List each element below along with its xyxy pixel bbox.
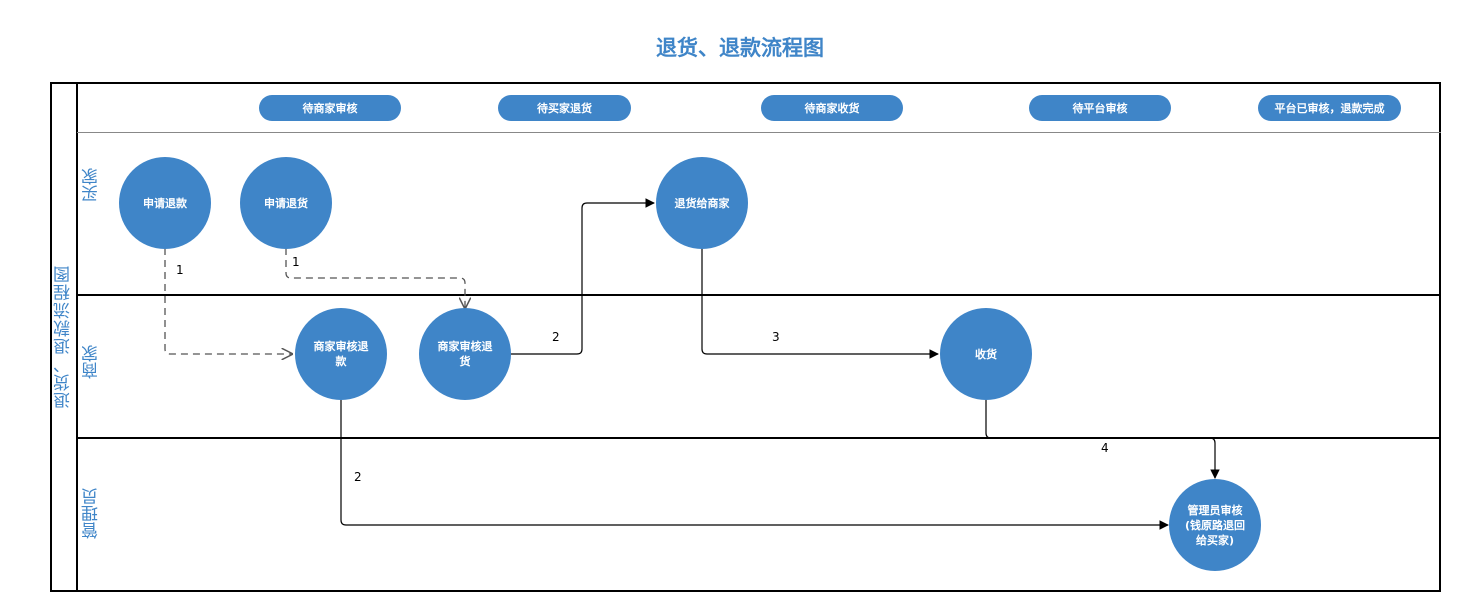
state-pending-merchant-receipt: 待商家收货 xyxy=(761,95,903,121)
header-divider xyxy=(77,132,1441,133)
edge-merchant-review-refund-to-admin-review xyxy=(340,400,1169,530)
edge-label: 3 xyxy=(772,330,780,344)
lane-divider-merchant-admin xyxy=(77,437,1441,439)
node-merchant-review-return: 商家审核退 货 xyxy=(419,308,511,400)
edge-apply-refund-to-merchant-review-refund xyxy=(164,248,292,354)
edge-label: 1 xyxy=(176,263,184,277)
state-pending-buyer-return: 待买家退货 xyxy=(498,95,631,121)
state-pending-merchant-review: 待商家审核 xyxy=(259,95,401,121)
node-apply-refund: 申请退款 xyxy=(119,157,211,249)
edge-merchant-review-return-to-return-to-merchant xyxy=(511,198,655,355)
node-receive: 收货 xyxy=(940,308,1032,400)
node-return-to-merchant: 退货给商家 xyxy=(656,157,748,249)
edge-receive-to-admin-review xyxy=(985,400,1220,479)
page-title: 退货、退款流程图 xyxy=(656,36,824,60)
node-admin-review: 管理员审核 (钱原路退回 给买家) xyxy=(1169,479,1261,571)
lane-divider-buyer-merchant xyxy=(77,294,1441,296)
edge-label: 1 xyxy=(292,255,300,269)
edge-apply-return-to-merchant-review-return xyxy=(285,248,465,308)
pool-label-divider xyxy=(76,82,78,592)
node-merchant-review-refund: 商家审核退 款 xyxy=(295,308,387,400)
edge-label: 4 xyxy=(1101,441,1109,455)
state-pending-platform-review: 待平台审核 xyxy=(1029,95,1171,121)
edge-label: 2 xyxy=(354,470,362,484)
edge-label: 2 xyxy=(552,330,560,344)
state-refund-complete: 平台已审核，退款完成 xyxy=(1258,95,1401,121)
node-apply-return: 申请退货 xyxy=(240,157,332,249)
edge-return-to-merchant-to-receive xyxy=(701,248,939,359)
pool-frame xyxy=(50,82,1441,592)
